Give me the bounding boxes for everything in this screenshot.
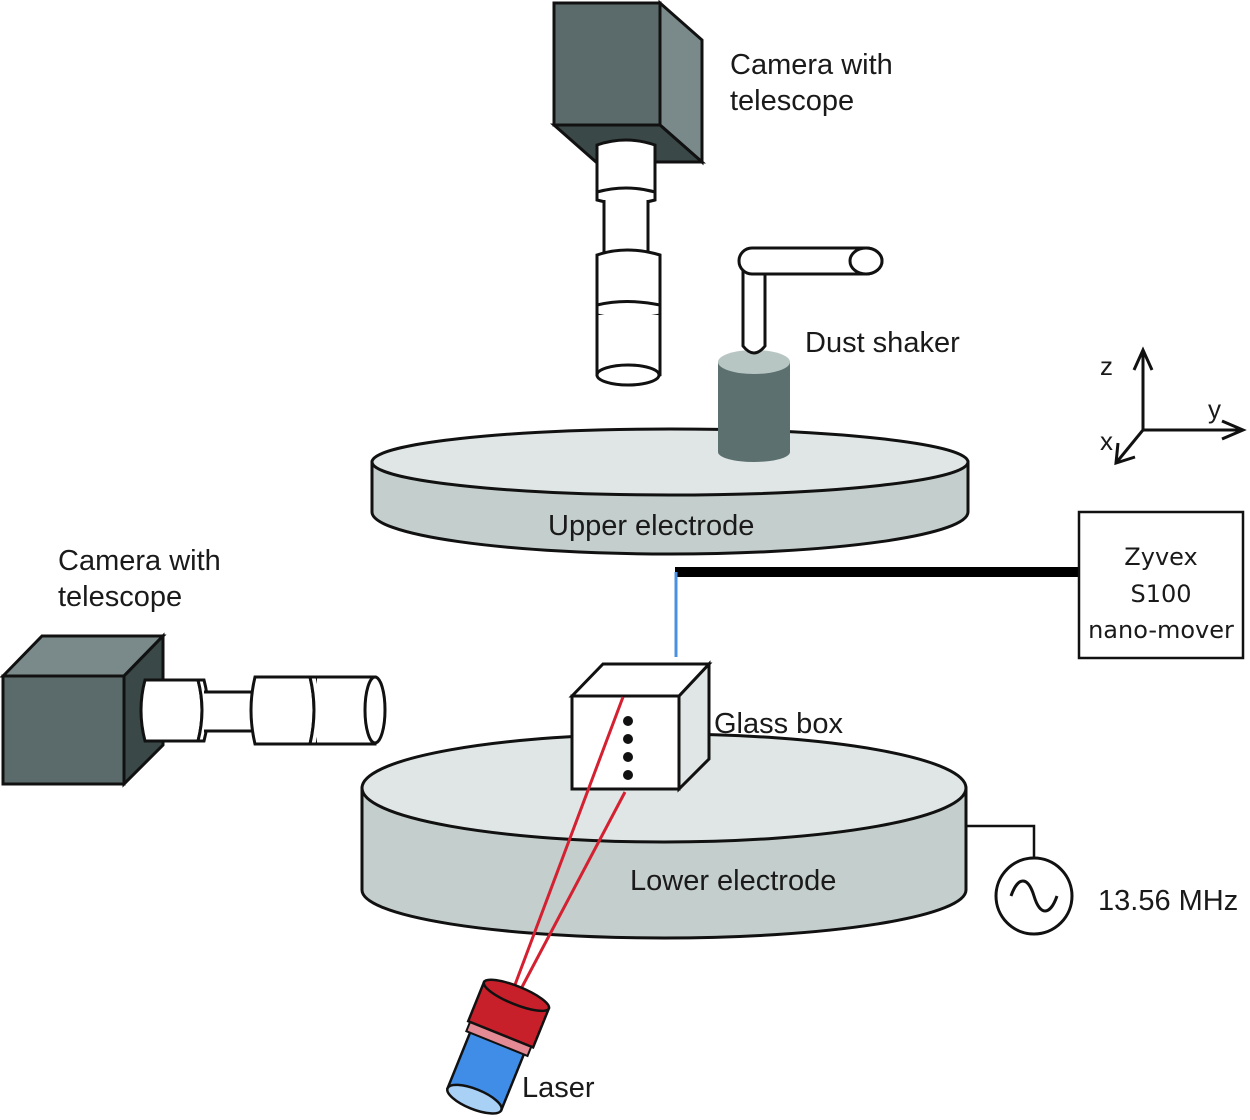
dust-particle xyxy=(623,770,633,780)
lower-electrode-label: Lower electrode xyxy=(630,865,836,897)
dust-particle xyxy=(623,734,633,744)
dust-shaker-arm xyxy=(741,262,767,355)
side-camera-label-line2: telescope xyxy=(58,581,182,613)
rf-wire xyxy=(966,824,1036,858)
axis-z-label: z xyxy=(1100,351,1113,381)
dust-shaker-arm-end xyxy=(848,246,884,276)
sine-wave-icon xyxy=(1009,879,1059,913)
dust-particle xyxy=(623,716,633,726)
side-camera: Camera with telescope xyxy=(0,545,387,788)
top-camera-label-line2: telescope xyxy=(730,85,854,117)
nano-mover: Zyvex S100 nano-mover xyxy=(674,510,1245,660)
upper-electrode: Upper electrode xyxy=(370,427,970,556)
dust-particle xyxy=(623,752,633,762)
nano-mover-label-line2: S100 xyxy=(1130,580,1191,608)
top-camera-front-face xyxy=(552,1,662,127)
coordinate-axes xyxy=(1114,346,1247,466)
laser: Laser xyxy=(445,978,595,1115)
laser-beam-2 xyxy=(510,791,627,1007)
top-camera: Camera with telescope xyxy=(550,0,893,387)
dust-shaker-label: Dust shaker xyxy=(805,327,960,359)
dust-shaker-body xyxy=(718,362,790,462)
rf-source: 13.56 MHz xyxy=(966,824,1238,936)
dust-shaker-top xyxy=(718,350,790,374)
top-camera-label-line1: Camera with xyxy=(730,49,893,81)
upper-electrode-label: Upper electrode xyxy=(548,510,754,542)
dust-shaker: Dust shaker xyxy=(718,246,960,462)
laser-beam-1 xyxy=(505,696,625,1007)
laser-head-top xyxy=(482,978,551,1013)
side-camera-front-face xyxy=(1,674,126,786)
nano-mover-label-line1: Zyvex xyxy=(1124,543,1197,571)
axis-x-label: x xyxy=(1100,426,1113,456)
dust-particles xyxy=(623,716,633,780)
laser-lens xyxy=(446,1083,503,1115)
glass-box: Glass box xyxy=(568,660,843,793)
axis-y-label: y xyxy=(1208,394,1221,424)
nano-mover-label-line3: nano-mover xyxy=(1088,616,1234,644)
laser-beams xyxy=(505,696,627,1007)
side-camera-label-line1: Camera with xyxy=(58,545,221,577)
nano-mover-box xyxy=(1077,510,1245,660)
upper-electrode-top xyxy=(370,427,970,497)
laser-label: Laser xyxy=(522,1072,595,1104)
side-telescope xyxy=(139,675,387,746)
glass-box-label: Glass box xyxy=(714,708,843,740)
rf-frequency-label: 13.56 MHz xyxy=(1098,885,1238,917)
top-telescope xyxy=(595,138,662,387)
